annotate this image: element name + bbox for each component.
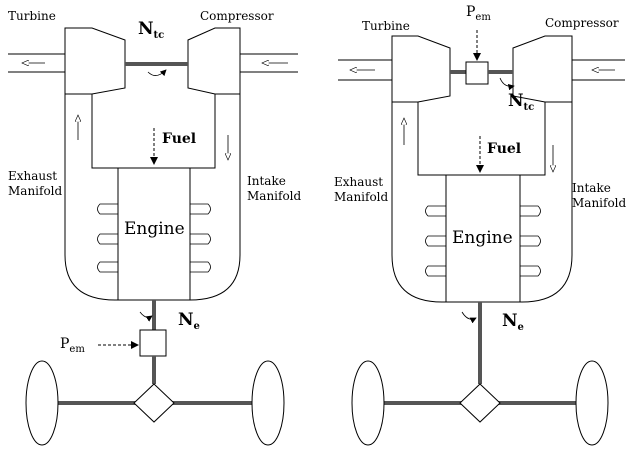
- right-turbine: [391, 35, 451, 103]
- left-intake-label-2: Manifold: [247, 189, 302, 203]
- left-ne-rotation-icon: [139, 311, 153, 322]
- left-exhaust-label-2: Manifold: [8, 184, 63, 198]
- left-engine-block: [117, 167, 191, 301]
- left-ne-label: Ne: [178, 310, 200, 332]
- left-engine-fins-left: [97, 203, 118, 273]
- left-pem-label: Pem: [60, 336, 85, 355]
- right-engine-fins-left: [425, 205, 446, 277]
- right-engine-block: [445, 174, 521, 303]
- left-engine-label: Engine: [124, 219, 185, 239]
- right-exhaust-label-2: Manifold: [334, 190, 389, 204]
- right-fuel-label: Fuel: [487, 141, 521, 157]
- right-engine-fins-right: [520, 205, 541, 277]
- right-compressor-label: Compressor: [545, 16, 619, 30]
- left-ntc-rotation-icon: [147, 69, 167, 77]
- right-ntc-rotation-icon: [499, 77, 515, 91]
- right-pem-actuator: [465, 61, 489, 85]
- right-manifold-inner: [417, 100, 546, 176]
- right-intake-label-1: Intake: [572, 181, 611, 195]
- left-diagram: Turbine Compressor Ntc Fuel Engine Exhau…: [8, 9, 302, 446]
- right-turbine-label: Turbine: [362, 19, 410, 33]
- left-engine-fins-right: [190, 203, 211, 273]
- right-compressor: [512, 35, 573, 103]
- right-wheel-right: [575, 360, 609, 446]
- left-intake-label-1: Intake: [247, 174, 286, 188]
- left-turbine: [64, 27, 126, 95]
- manifold-inner: [91, 92, 216, 169]
- right-ne-label: Ne: [502, 311, 524, 333]
- right-intake-label-2: Manifold: [572, 196, 627, 210]
- left-exhaust-label-1: Exhaust: [8, 169, 57, 183]
- right-ne-rotation-icon: [461, 311, 477, 324]
- right-diagram: Turbine Compressor Pem Ntc Fuel Engine E…: [334, 4, 627, 446]
- left-compressor: [187, 27, 241, 95]
- left-wheel-right: [251, 360, 285, 446]
- right-ntc-label: Ntc: [508, 91, 534, 113]
- left-ntc-label: Ntc: [138, 19, 164, 41]
- left-wheel-left: [25, 360, 59, 446]
- left-pem-actuator: [139, 329, 167, 357]
- right-engine-label: Engine: [452, 228, 513, 248]
- right-pem-label: Pem: [466, 4, 491, 23]
- right-exhaust-label-1: Exhaust: [334, 175, 383, 189]
- left-differential: [133, 383, 175, 423]
- left-compressor-label: Compressor: [200, 9, 274, 23]
- right-differential: [459, 383, 501, 423]
- left-fuel-label: Fuel: [162, 131, 196, 147]
- left-turbine-label: Turbine: [8, 9, 56, 23]
- right-wheel-left: [351, 360, 385, 446]
